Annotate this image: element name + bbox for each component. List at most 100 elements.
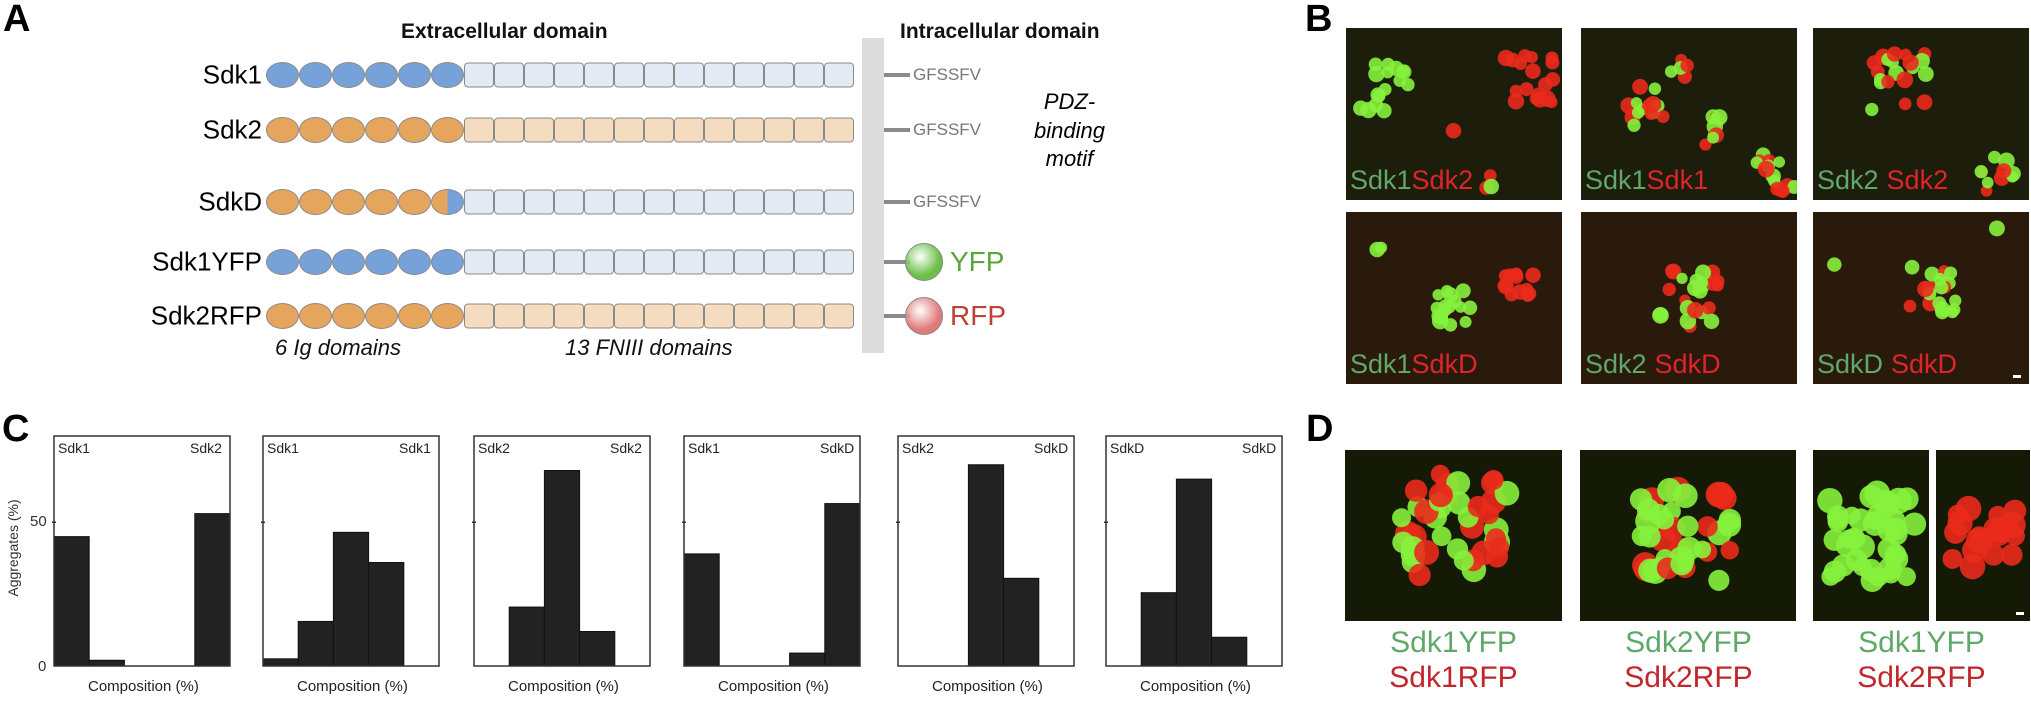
cell — [1707, 131, 1719, 144]
ig-domain — [398, 117, 431, 143]
histogram-bar — [1003, 577, 1040, 667]
cell — [1454, 301, 1467, 313]
green-construct-label: Sdk1YFP — [1858, 626, 1985, 659]
cell — [1446, 471, 1471, 496]
ig-domain — [332, 62, 365, 88]
cell — [1525, 63, 1541, 79]
histogram — [261, 435, 440, 667]
scale-bar — [2016, 612, 2024, 615]
left-protein-label: SdkD — [1110, 440, 1145, 456]
fn3-domain — [794, 117, 824, 143]
membrane-bar — [862, 38, 884, 353]
cell — [1708, 569, 1730, 591]
cell — [1709, 113, 1721, 125]
x-axis-label: Composition (%) — [932, 678, 1043, 695]
fn3-domain — [674, 62, 704, 88]
construct-label: Sdk1 — [202, 59, 262, 90]
histogram — [52, 435, 231, 667]
cell — [1632, 78, 1648, 95]
cell — [1865, 102, 1879, 117]
ig-domains — [266, 189, 464, 215]
cell — [1817, 487, 1843, 514]
right-protein-label: Sdk1 — [399, 440, 431, 456]
fn3-domain — [524, 189, 554, 215]
cell — [1459, 315, 1472, 328]
fn3-domain — [494, 189, 524, 215]
cell — [1974, 165, 1988, 179]
fn3-domain — [584, 303, 614, 329]
construct-label: Sdk2RFP — [150, 300, 262, 331]
cell-image — [1369, 241, 1541, 332]
fn3-domain — [524, 117, 554, 143]
cell — [1519, 82, 1534, 97]
fn3-domains — [464, 117, 854, 143]
cell — [1981, 176, 1994, 189]
micrograph: Sdk1SdkD — [1346, 212, 1562, 384]
cell — [1996, 163, 2012, 179]
fn3-domain — [494, 249, 524, 275]
fn3-domain — [824, 62, 854, 88]
ig-domain — [299, 62, 332, 88]
cell — [1699, 138, 1712, 151]
cell — [1525, 267, 1541, 283]
confocal-image — [1345, 450, 1562, 621]
cell — [1695, 276, 1709, 290]
red-protein-label: SdkD — [1411, 349, 1478, 379]
cell-image — [1652, 263, 1725, 333]
fn3-domain — [494, 303, 524, 329]
cell — [1885, 543, 1907, 565]
cell — [1949, 294, 1962, 307]
plot-frame — [897, 435, 1075, 667]
fn3-domain — [824, 249, 854, 275]
right-protein-label: SdkD — [820, 440, 855, 456]
cell — [1514, 57, 1527, 71]
confocal-image — [1580, 450, 1796, 621]
right-protein-label: SdkD — [1242, 440, 1277, 456]
cell-image — [1620, 53, 1797, 198]
cell — [1987, 150, 2001, 164]
pdz-line-3: motif — [1045, 146, 1094, 172]
cell — [1999, 511, 2026, 539]
fn3-domain — [614, 62, 644, 88]
left-protein-label: Sdk1 — [688, 440, 720, 456]
fn3-domain — [764, 303, 794, 329]
fn3-domain — [734, 117, 764, 143]
plot-frame — [262, 435, 440, 667]
construct-label: Sdk2 — [202, 114, 262, 145]
histogram-bar — [967, 464, 1005, 667]
ig-domain — [398, 189, 431, 215]
fn3-domain — [704, 303, 734, 329]
cell — [1886, 46, 1903, 62]
ig-domain — [431, 303, 464, 329]
ig-domains — [266, 303, 464, 329]
fn3-domain — [734, 303, 764, 329]
fn3-domains — [464, 62, 854, 88]
fn3-domain — [764, 249, 794, 275]
micrograph-label: Sdk1Sdk2 — [1350, 165, 1473, 196]
cell — [1866, 55, 1882, 71]
green-protein-label: Sdk1 — [1585, 165, 1647, 195]
cell — [1428, 482, 1453, 508]
fn3-domain — [614, 189, 644, 215]
cell — [1838, 529, 1857, 549]
cell — [1522, 286, 1537, 301]
fn3-domain — [734, 249, 764, 275]
fn3-domain — [734, 62, 764, 88]
cell — [1902, 54, 1919, 71]
cell — [1431, 526, 1452, 547]
x-axis-label: Composition (%) — [297, 678, 408, 695]
ig-domain — [299, 189, 332, 215]
fn3-domain — [614, 117, 644, 143]
cell-image — [1827, 220, 2005, 320]
fn3-domain — [464, 62, 494, 88]
intracellular-header: Intracellular domain — [900, 20, 1100, 43]
fn3-domain — [584, 189, 614, 215]
cell — [1677, 515, 1699, 537]
cell-image — [1353, 49, 1561, 195]
histogram-bar — [1140, 592, 1177, 667]
cell — [1486, 545, 1509, 568]
fn3-domain — [824, 303, 854, 329]
